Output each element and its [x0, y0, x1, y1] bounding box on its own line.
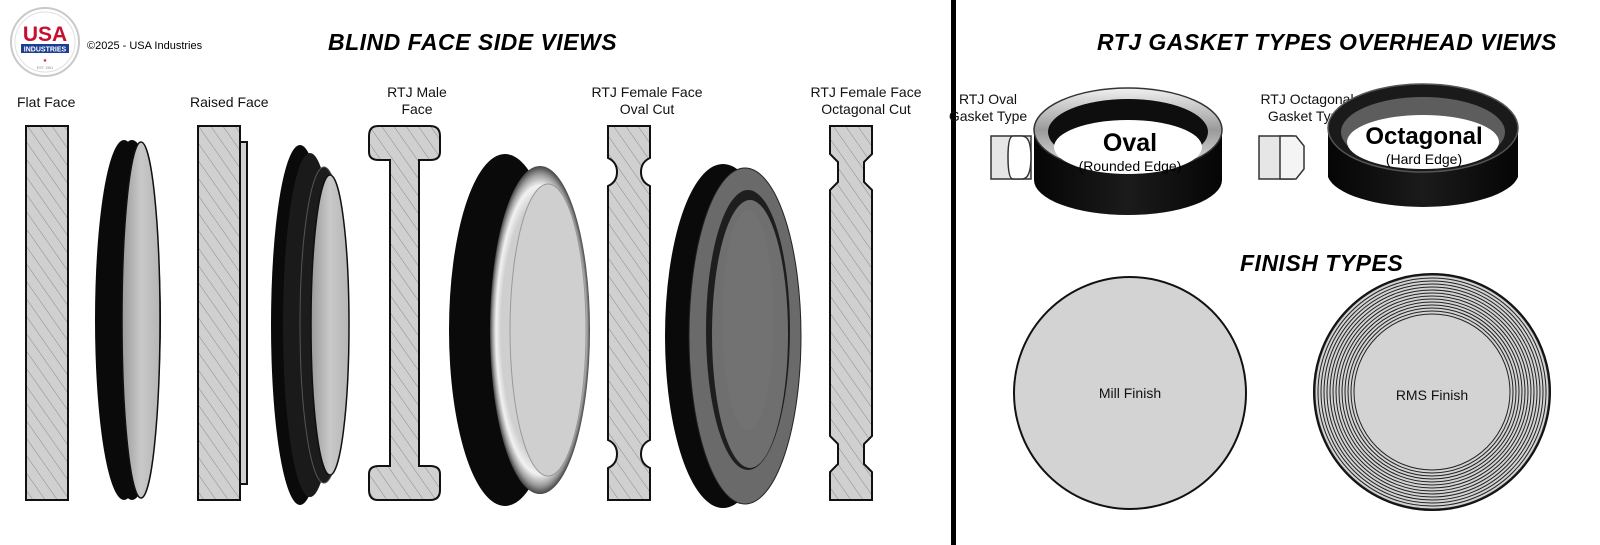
label-raised-face: Raised Face	[190, 94, 269, 110]
rms-groove-ring	[1344, 304, 1520, 480]
label-rtj-female-oval-line2: Oval Cut	[619, 101, 675, 117]
finish-types-heading: FINISH TYPES	[1240, 250, 1404, 276]
rtj-male-profile	[368, 125, 441, 501]
rtj-gasket-heading: RTJ GASKET TYPES OVERHEAD VIEWS	[1097, 29, 1557, 55]
copyright-text: ©2025 - USA Industries	[87, 40, 203, 52]
label-rtj-female-oval-line1: RTJ Female Face	[591, 84, 703, 100]
oct-ring-subtitle: (Hard Edge)	[1386, 151, 1462, 167]
octagonal-ring: Octagonal (Hard Edge)	[1327, 83, 1519, 207]
flat-face-disc	[95, 140, 161, 500]
rms-groove-ring	[1341, 301, 1523, 483]
rms-groove-ring	[1314, 274, 1550, 510]
label-rtj-male: RTJ Male Face	[347, 84, 487, 118]
logo-badge: USA INDUSTRIES ★ EST. 1951	[10, 7, 80, 77]
rms-groove-ring	[1326, 286, 1538, 498]
logo-text: USA	[23, 23, 67, 46]
rms-groove-ring	[1350, 310, 1514, 474]
label-rtj-oct-type: RTJ Octagonal Gasket Type	[1237, 91, 1377, 125]
mill-finish-label: Mill Finish	[1099, 385, 1161, 401]
label-rtj-oval-type-line2: Gasket Type	[948, 108, 1028, 124]
logo-subtext: INDUSTRIES	[24, 47, 67, 54]
rtj-female-oval-disc	[665, 164, 802, 508]
oct-ring-title: Octagonal	[1365, 123, 1482, 150]
logo: USA INDUSTRIES ★ EST. 1951	[10, 7, 80, 77]
logo-tagline: EST. 1951	[37, 66, 53, 70]
label-rtj-oct-type-line1: RTJ Octagonal	[1260, 91, 1354, 107]
label-rtj-male-line1: RTJ Male	[387, 84, 447, 100]
svg-text:★: ★	[43, 58, 48, 64]
rms-groove-ring	[1320, 280, 1544, 504]
rms-finish-disc	[1313, 273, 1551, 511]
label-rtj-oval-type: RTJ Oval Gasket Type	[918, 91, 1058, 125]
mill-finish-disc: Mill Finish	[1013, 276, 1247, 510]
rtj-female-oval-profile	[607, 125, 651, 501]
label-rtj-female-oct-line2: Octagonal Cut	[821, 101, 911, 117]
rms-groove-ring	[1323, 283, 1541, 501]
oval-ring: Oval (Rounded Edge)	[1033, 87, 1223, 215]
oval-gasket-profile	[990, 135, 1032, 180]
gasket-finish-drawings: Oval (Rounded Edge) Octagonal (Hard Edge…	[990, 83, 1551, 511]
blind-face-heading: BLIND FACE SIDE VIEWS	[328, 29, 618, 55]
rms-groove-ring	[1347, 307, 1517, 477]
rms-groove-ring	[1338, 298, 1526, 486]
oval-ring-subtitle: (Rounded Edge)	[1079, 158, 1182, 174]
label-flat-face: Flat Face	[17, 94, 76, 110]
rms-finish-label: RMS Finish	[1396, 387, 1468, 403]
label-rtj-female-oct-line1: RTJ Female Face	[810, 84, 922, 100]
rtj-female-oct-profile	[829, 125, 873, 501]
label-rtj-oct-type-line2: Gasket Type	[1267, 108, 1347, 124]
rms-groove-ring	[1353, 313, 1511, 471]
label-rtj-oval-type-line1: RTJ Oval	[958, 91, 1018, 107]
oval-ring-title: Oval	[1103, 129, 1157, 157]
rms-groove-ring	[1332, 292, 1532, 492]
section-divider	[951, 0, 956, 545]
rms-groove-ring	[1335, 295, 1529, 489]
label-rtj-male-line2: Face	[401, 101, 433, 117]
octagonal-gasket-profile	[1258, 135, 1305, 180]
label-rtj-female-oct: RTJ Female Face Octagonal Cut	[796, 84, 936, 118]
flat-face-profile	[25, 125, 69, 501]
blind-face-drawings	[25, 125, 873, 508]
raised-face-disc	[271, 145, 350, 505]
raised-face-profile	[197, 125, 248, 501]
rms-groove-ring	[1329, 289, 1535, 495]
label-rtj-female-oval: RTJ Female Face Oval Cut	[577, 84, 717, 118]
rtj-male-disc	[449, 154, 590, 506]
rms-groove-ring	[1317, 277, 1547, 507]
